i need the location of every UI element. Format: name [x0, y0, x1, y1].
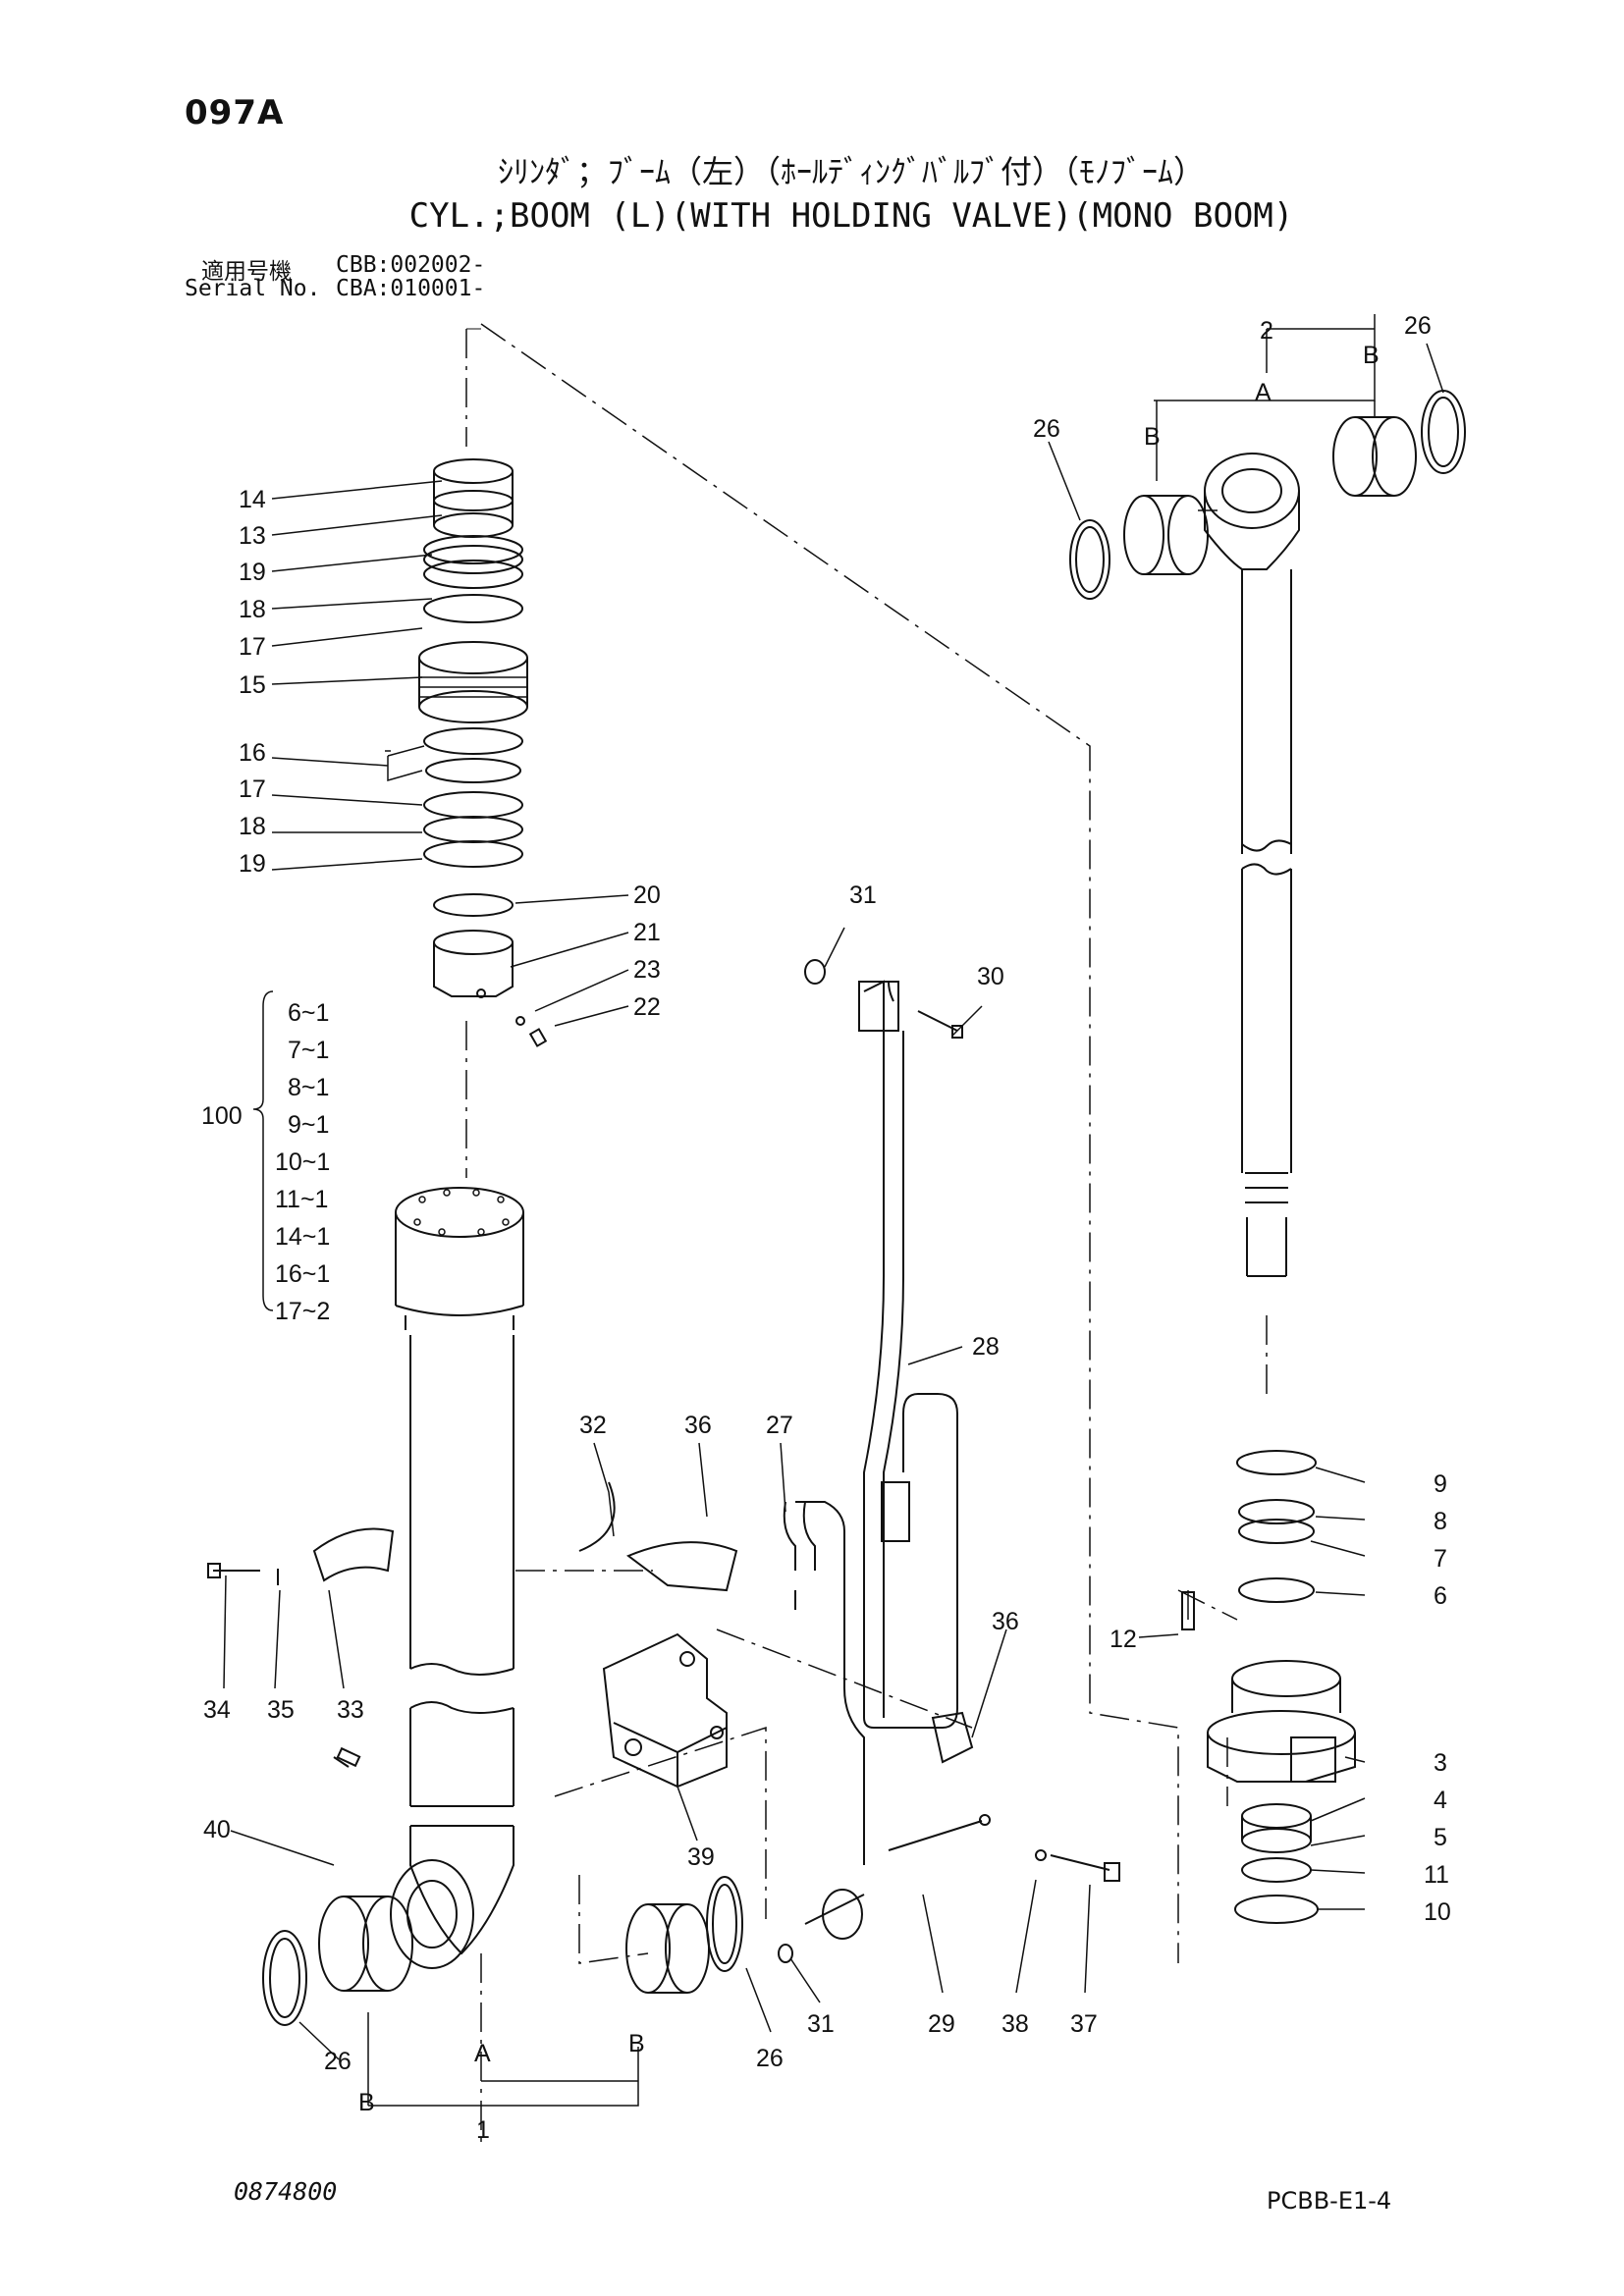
callout-10: 10 [1424, 1898, 1451, 1926]
callout-30: 30 [977, 963, 1004, 990]
callout-12: 12 [1110, 1626, 1137, 1653]
callout-22: 22 [633, 993, 661, 1021]
callout-2: 2 [1260, 317, 1273, 345]
callout-3: 3 [1434, 1749, 1447, 1777]
piston-rod [1204, 453, 1300, 1277]
callout-6: 6 [1434, 1582, 1447, 1610]
callout-8: 8 [1434, 1508, 1447, 1535]
rod-seal-stack [418, 458, 548, 1047]
kit-item: 14~1 [275, 1223, 330, 1251]
kit-item: 6~1 [288, 999, 329, 1027]
callout-13: 13 [239, 522, 266, 550]
serial-number-2: CBA:010001- [336, 276, 486, 301]
kit-item: 16~1 [275, 1260, 330, 1288]
part-callouts: 14 13 19 18 17 15 16 17 18 19 20 21 23 2… [201, 312, 1451, 2144]
callout-36: 36 [684, 1412, 712, 1439]
callout-37: 37 [1070, 2010, 1098, 2038]
callout-38: 38 [1001, 2010, 1029, 2038]
kit-item: 8~1 [288, 1074, 329, 1101]
sheet-code: PCBB-E1-4 [1267, 2187, 1392, 2215]
callout-31: 31 [849, 881, 877, 909]
title-english: CYL.;BOOM (L)(WITH HOLDING VALVE)(MONO B… [408, 196, 1294, 236]
callout-39: 39 [687, 1843, 715, 1871]
callout-15: 15 [239, 671, 266, 699]
ref-letter-a: A [474, 2040, 491, 2067]
kit-item: 11~1 [275, 1186, 328, 1213]
serial-label-en: Serial No. [185, 276, 321, 301]
kit-item: 9~1 [288, 1111, 329, 1139]
callout-5: 5 [1434, 1824, 1447, 1851]
ref-letter-b: B [358, 2089, 375, 2116]
callout-34: 34 [203, 1696, 231, 1724]
callout-31: 31 [807, 2010, 835, 2038]
kit-item: 17~2 [275, 1298, 330, 1325]
callout-29: 29 [928, 2010, 955, 2038]
ref-letter-b: B [628, 2030, 645, 2057]
callout-19: 19 [239, 850, 266, 878]
callout-26: 26 [1033, 415, 1060, 443]
drawing-number: 0874800 [234, 2177, 338, 2206]
callout-33: 33 [337, 1696, 364, 1724]
callout-21: 21 [633, 919, 661, 946]
cylinder-tube [390, 1187, 524, 1969]
callout-9: 9 [1434, 1470, 1447, 1498]
callout-18: 18 [239, 813, 266, 840]
assembly-guide-lines [480, 323, 1238, 1964]
callout-16: 16 [239, 739, 266, 767]
callout-14: 14 [239, 486, 266, 513]
serial-label-jp: 適用号機 [201, 259, 292, 285]
kit-item: 7~1 [288, 1037, 329, 1064]
page-code: 097A [185, 93, 285, 133]
callout-19: 19 [239, 559, 266, 586]
callout-36: 36 [992, 1608, 1019, 1635]
callout-7: 7 [1434, 1545, 1447, 1573]
callout-26: 26 [756, 2045, 784, 2072]
title-japanese: ｼﾘﾝﾀﾞ；ﾌﾞｰﾑ（左）（ﾎｰﾙﾃﾞｨﾝｸﾞﾊﾞﾙﾌﾞ付）（ﾓﾉﾌﾞｰﾑ） [497, 153, 1205, 190]
kit-item: 10~1 [275, 1148, 330, 1176]
callout-17: 17 [239, 633, 266, 661]
callout-27: 27 [766, 1412, 793, 1439]
ref-letter-a: A [1255, 379, 1272, 406]
callout-40: 40 [203, 1816, 231, 1843]
holding-valve-piping [312, 980, 974, 1940]
serial-number-1: CBB:002002- [336, 252, 486, 278]
callout-35: 35 [267, 1696, 295, 1724]
callout-11: 11 [1424, 1861, 1449, 1889]
callout-26: 26 [1404, 312, 1432, 340]
callout-26: 26 [324, 2048, 352, 2075]
ref-letter-b: B [1363, 342, 1380, 369]
callout-32: 32 [579, 1412, 607, 1439]
callout-18: 18 [239, 596, 266, 623]
holding-valve [602, 1632, 728, 1789]
callout-23: 23 [633, 956, 661, 984]
callout-1: 1 [476, 2116, 490, 2144]
callout-17: 17 [239, 775, 266, 803]
ref-letter-b: B [1144, 423, 1161, 451]
kit-number: 100 [201, 1102, 243, 1130]
callout-20: 20 [633, 881, 661, 909]
leader-lines [223, 343, 1444, 2060]
callout-28: 28 [972, 1333, 1000, 1361]
callout-4: 4 [1434, 1787, 1447, 1814]
